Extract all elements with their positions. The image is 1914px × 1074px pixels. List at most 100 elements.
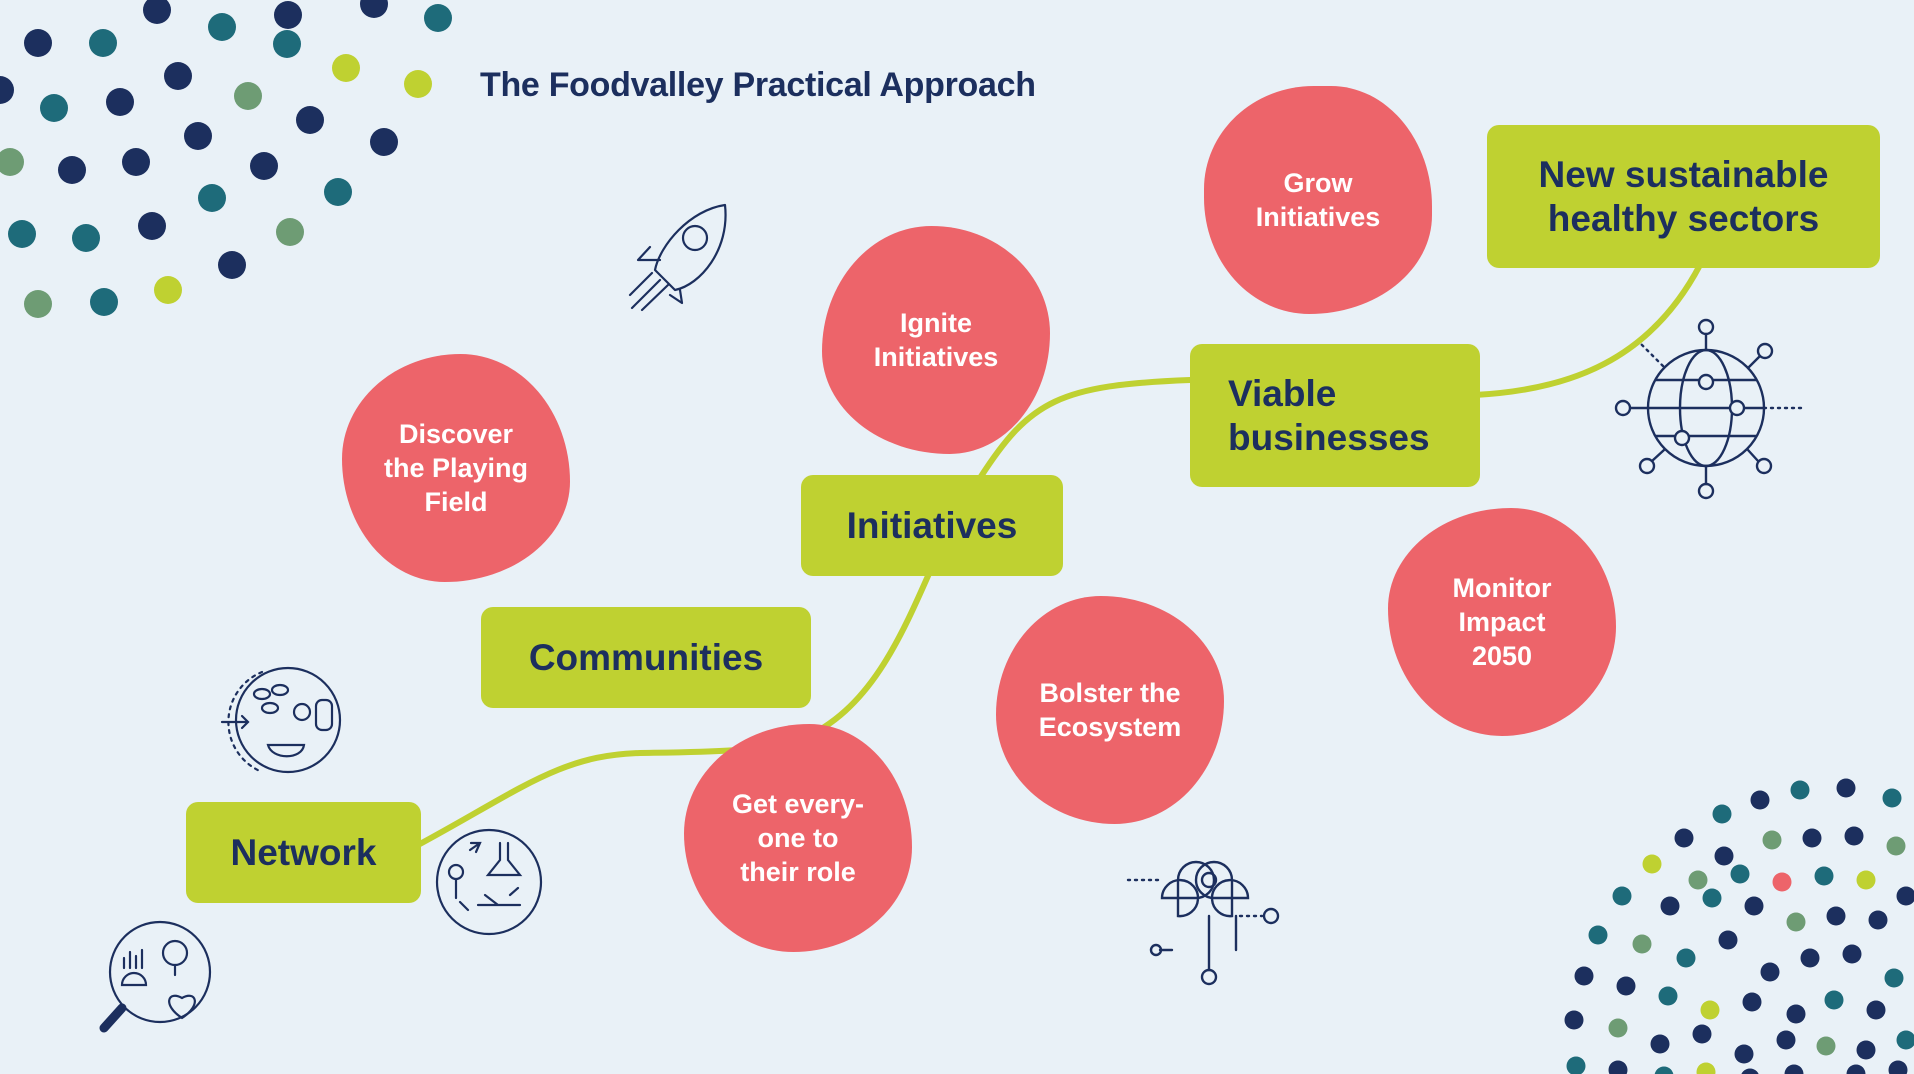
decorative-dot bbox=[276, 218, 304, 246]
decorative-dot bbox=[1734, 1044, 1754, 1064]
decorative-dot bbox=[184, 122, 212, 150]
decorative-dot bbox=[1800, 948, 1820, 968]
decorative-dot bbox=[58, 156, 86, 184]
box-communities: Communities bbox=[481, 607, 811, 708]
decorative-dot bbox=[1702, 888, 1722, 908]
box-new-sustainable-sectors: New sustainable healthy sectors bbox=[1487, 125, 1880, 268]
decorative-dot bbox=[1750, 790, 1770, 810]
decorative-dot bbox=[208, 13, 236, 41]
decorative-dot bbox=[1608, 1060, 1628, 1074]
decorative-dot bbox=[360, 0, 388, 18]
decorative-dot bbox=[24, 290, 52, 318]
decorative-dot bbox=[1660, 896, 1680, 916]
decorative-dot bbox=[1846, 1064, 1866, 1074]
decorative-dot bbox=[1696, 1062, 1716, 1074]
decorative-dot bbox=[1888, 1060, 1908, 1074]
decorative-dot bbox=[1790, 780, 1810, 800]
blob-line: one to bbox=[757, 823, 839, 853]
box-initiatives: Initiatives bbox=[801, 475, 1063, 576]
decorative-dot bbox=[1588, 925, 1608, 945]
decorative-dot bbox=[1772, 872, 1792, 892]
decorative-dot bbox=[273, 30, 301, 58]
decorative-dot bbox=[1676, 948, 1696, 968]
decorative-dot bbox=[1642, 854, 1662, 874]
decorative-dot bbox=[1842, 944, 1862, 964]
decorative-dot bbox=[143, 0, 171, 24]
decorative-dot bbox=[1658, 986, 1678, 1006]
page-title: The Foodvalley Practical Approach bbox=[480, 66, 1036, 104]
blob-line: Ignite bbox=[899, 308, 972, 338]
blob-line: their role bbox=[740, 857, 856, 887]
blob-monitor-impact: Monitor Impact 2050 bbox=[1388, 508, 1616, 736]
decorative-dot bbox=[122, 148, 150, 176]
decorative-dot bbox=[89, 29, 117, 57]
globe-network-icon bbox=[1614, 318, 1804, 500]
box-label-line: businesses bbox=[1228, 416, 1430, 458]
decorative-dot bbox=[1574, 966, 1594, 986]
decorative-dot bbox=[24, 29, 52, 57]
decorative-dot bbox=[1700, 1000, 1720, 1020]
decorative-dot bbox=[296, 106, 324, 134]
decorative-dot bbox=[0, 76, 14, 104]
decorative-dot bbox=[1866, 1000, 1886, 1020]
decorative-dot bbox=[234, 82, 262, 110]
dot-pattern-top-left bbox=[0, 0, 452, 318]
decorative-dot bbox=[198, 184, 226, 212]
decorative-dot bbox=[1741, 1068, 1759, 1074]
box-label-line: New sustainable bbox=[1538, 153, 1829, 195]
decorative-dot bbox=[1844, 826, 1864, 846]
decorative-dot bbox=[324, 178, 352, 206]
knot-network-icon bbox=[1126, 860, 1280, 986]
decorative-dot bbox=[1742, 992, 1762, 1012]
decorative-dot bbox=[1714, 846, 1734, 866]
blob-discover-playing-field: Discover the Playing Field bbox=[342, 354, 570, 582]
decorative-dot bbox=[106, 88, 134, 116]
decorative-dot bbox=[8, 220, 36, 248]
decorative-dot bbox=[1760, 962, 1780, 982]
blob-line: Impact bbox=[1458, 607, 1546, 637]
data-magnifier-icon bbox=[99, 920, 212, 1033]
blob-ignite-initiatives: Ignite Initiatives bbox=[822, 226, 1050, 454]
decorative-dot bbox=[1786, 912, 1806, 932]
rocket-icon bbox=[628, 203, 727, 312]
decorative-dot bbox=[1896, 1030, 1914, 1050]
box-label: Communities bbox=[528, 636, 764, 678]
blob-line: Field bbox=[424, 487, 488, 517]
decorative-dot bbox=[370, 128, 398, 156]
decorative-dot bbox=[1612, 886, 1632, 906]
decorative-dot bbox=[90, 288, 118, 316]
decorative-dot bbox=[0, 148, 24, 176]
decorative-dot bbox=[1616, 976, 1636, 996]
blob-line: 2050 bbox=[1471, 641, 1533, 671]
decorative-dot bbox=[1692, 1024, 1712, 1044]
decorative-dot bbox=[1730, 864, 1750, 884]
decorative-dot bbox=[1816, 1036, 1836, 1056]
decorative-dot bbox=[1884, 968, 1904, 988]
blob-line: Initiatives bbox=[1255, 202, 1381, 232]
blob-line: Ecosystem bbox=[1038, 712, 1182, 742]
decorative-dot bbox=[1856, 1040, 1876, 1060]
decorative-dot bbox=[164, 62, 192, 90]
decorative-dot bbox=[72, 224, 100, 252]
blob-line: Get every- bbox=[731, 789, 865, 819]
blob-line: the Playing bbox=[383, 453, 529, 483]
research-icon bbox=[435, 828, 543, 936]
blob-line: Discover bbox=[398, 419, 514, 449]
blob-get-everyone-role: Get every- one to their role bbox=[684, 724, 912, 952]
decorative-dot bbox=[1814, 866, 1834, 886]
decorative-dot bbox=[1744, 896, 1764, 916]
decorative-dot bbox=[138, 212, 166, 240]
decorative-dot bbox=[1650, 1034, 1670, 1054]
decorative-dot bbox=[1564, 1010, 1584, 1030]
decorative-dot bbox=[1654, 1066, 1674, 1074]
box-label-line: Viable bbox=[1228, 372, 1337, 414]
decorative-dot bbox=[1776, 1030, 1796, 1050]
box-viable-businesses: Viable businesses bbox=[1190, 344, 1480, 487]
blob-bolster-ecosystem: Bolster the Ecosystem bbox=[996, 596, 1224, 824]
blob-line: Grow bbox=[1283, 168, 1353, 198]
decorative-dot bbox=[1762, 830, 1782, 850]
decorative-dot bbox=[1786, 1004, 1806, 1024]
decorative-dot bbox=[1608, 1018, 1628, 1038]
decorative-dot bbox=[1802, 828, 1822, 848]
